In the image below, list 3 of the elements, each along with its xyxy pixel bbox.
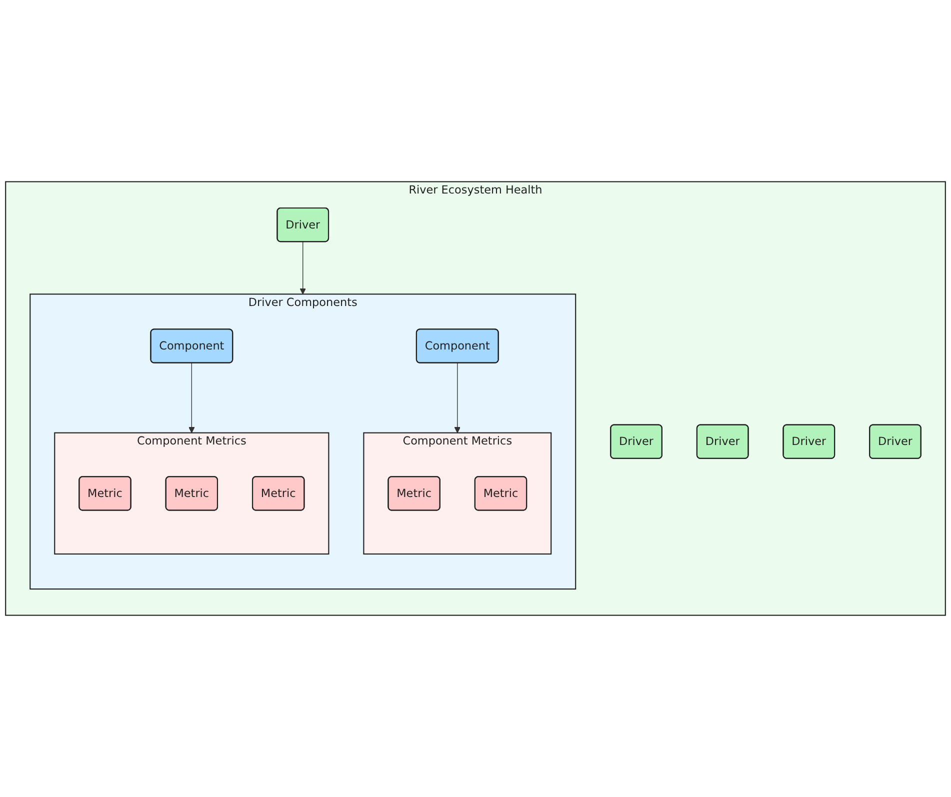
arrow [188, 362, 195, 434]
arrow [454, 362, 460, 434]
arrow [300, 241, 306, 294]
